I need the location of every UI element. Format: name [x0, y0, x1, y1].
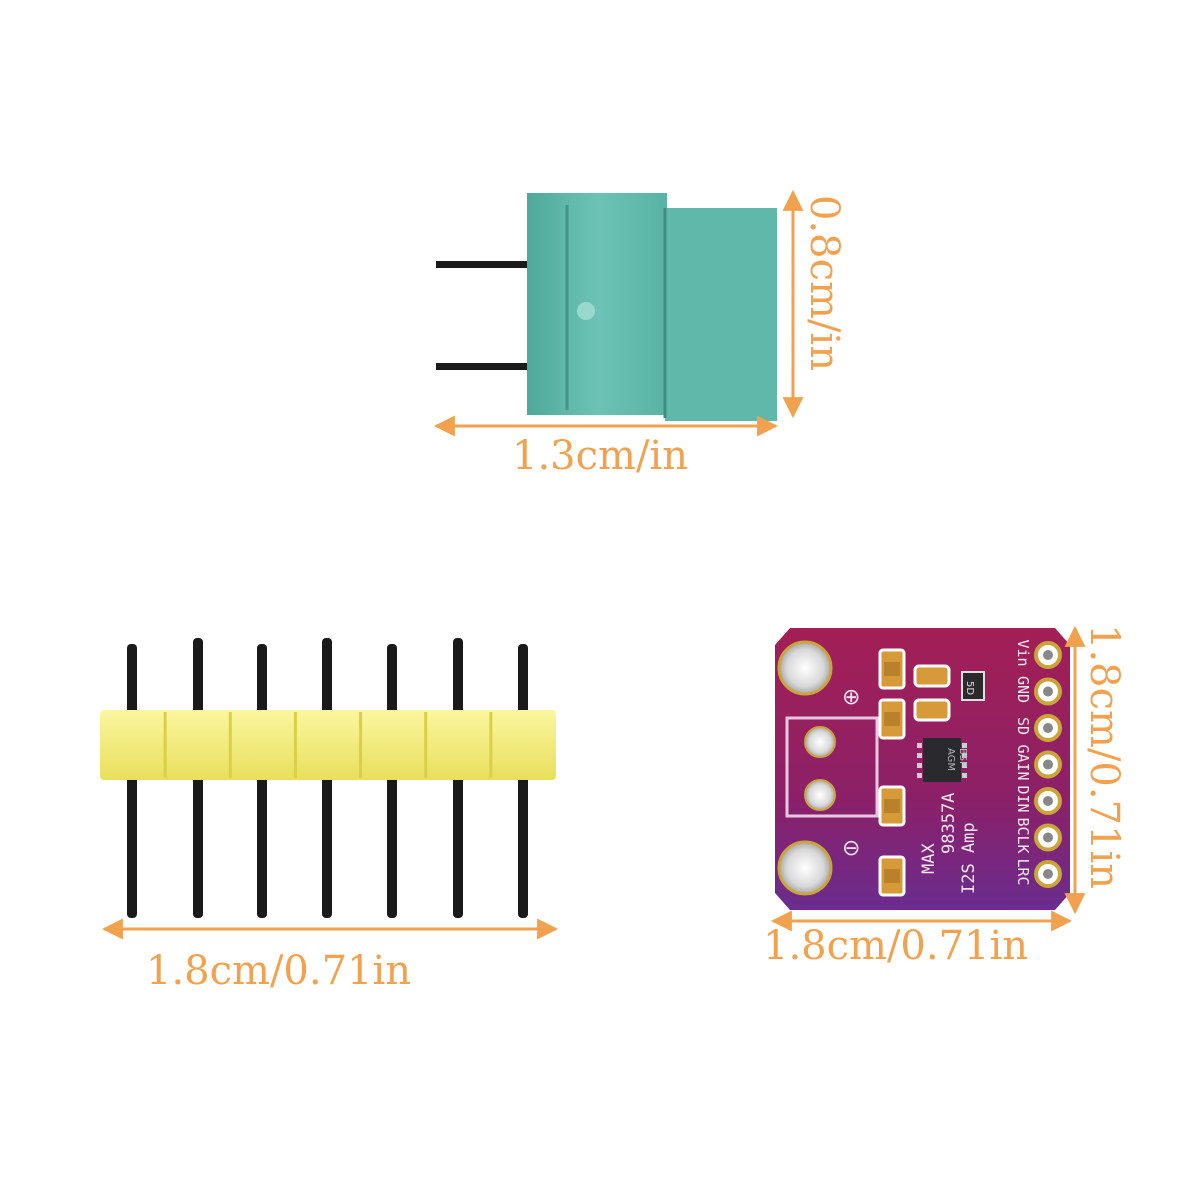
silk-98357a: 98357A — [939, 793, 959, 854]
ic-marking-2: BSF — [957, 748, 968, 767]
header-plastic-strip — [100, 710, 556, 780]
ic-pad — [917, 773, 922, 778]
smd-capacitor-body — [884, 712, 900, 726]
terminal-pin-top — [436, 261, 531, 268]
terminal-body-left — [527, 193, 667, 415]
ic-pad — [962, 743, 967, 748]
ic-marking-1: AGM — [945, 748, 956, 771]
header-pin — [518, 644, 528, 918]
header-pin — [387, 644, 397, 918]
pin-label-gnd: GND — [1014, 676, 1032, 703]
smd-capacitor-body — [884, 662, 900, 676]
screw-terminal — [436, 193, 777, 421]
pin-label-vin: Vin — [1014, 639, 1032, 666]
mount-hole-top — [777, 640, 833, 696]
speaker-pad-plus — [804, 726, 836, 758]
header-width-label: 1.8cm/0.71in — [146, 948, 412, 994]
ic-pad — [962, 763, 967, 768]
speaker-pad-minus — [804, 779, 836, 811]
pin-label-gain: GAIN — [1014, 744, 1032, 780]
resistor-5d — [961, 671, 985, 701]
pin-label-bclk: BCLK — [1014, 817, 1032, 853]
ic-pad — [917, 763, 922, 768]
capacitor-1 — [913, 664, 951, 688]
pin-hole — [1043, 723, 1053, 733]
pin-header — [100, 638, 556, 918]
header-pin — [257, 644, 267, 918]
amplifier-board: ⊕ ⊖ 5D AGM BSF MAX 98357A I2S Amp VinGND… — [775, 628, 1070, 910]
board-height-label: 1.8cm/0.71in — [1081, 624, 1127, 890]
pin-hole — [1043, 759, 1053, 770]
pin-label-lrc: LRC — [1014, 858, 1032, 885]
pin-hole — [1043, 796, 1053, 806]
plus-symbol: ⊕ — [842, 685, 860, 710]
pin-hole — [1043, 686, 1053, 697]
terminal-height-label: 0.8cm/in — [801, 195, 847, 371]
resistor-marking: 5D — [964, 681, 975, 695]
ic-pad — [917, 743, 922, 748]
silk-max: MAX — [919, 843, 939, 874]
pin-hole — [1043, 869, 1053, 879]
terminal-width-label: 1.3cm/in — [512, 433, 688, 479]
terminal-pin-bottom — [436, 363, 531, 370]
pcb-outline — [775, 628, 1070, 910]
header-pin — [127, 644, 137, 918]
board-width-label: 1.8cm/0.71in — [763, 923, 1029, 969]
mount-hole-bottom — [777, 840, 833, 896]
ic-pad — [917, 753, 922, 758]
capacitor-2 — [913, 698, 951, 722]
pin-label-sd: SD — [1014, 717, 1032, 735]
ic-pad — [962, 773, 967, 778]
pin-hole — [1043, 832, 1053, 843]
smd-capacitor-body — [884, 869, 900, 883]
amplifier-ic — [923, 738, 961, 782]
terminal-body-right — [665, 208, 777, 421]
smd-capacitor-body — [884, 799, 900, 813]
pin-label-din: DIN — [1014, 785, 1032, 812]
minus-symbol: ⊖ — [842, 836, 860, 861]
pin-hole — [1043, 650, 1053, 660]
terminal-dimple — [577, 302, 595, 320]
silk-i2s-amp: I2S Amp — [959, 822, 979, 894]
ic-pad — [962, 753, 967, 758]
